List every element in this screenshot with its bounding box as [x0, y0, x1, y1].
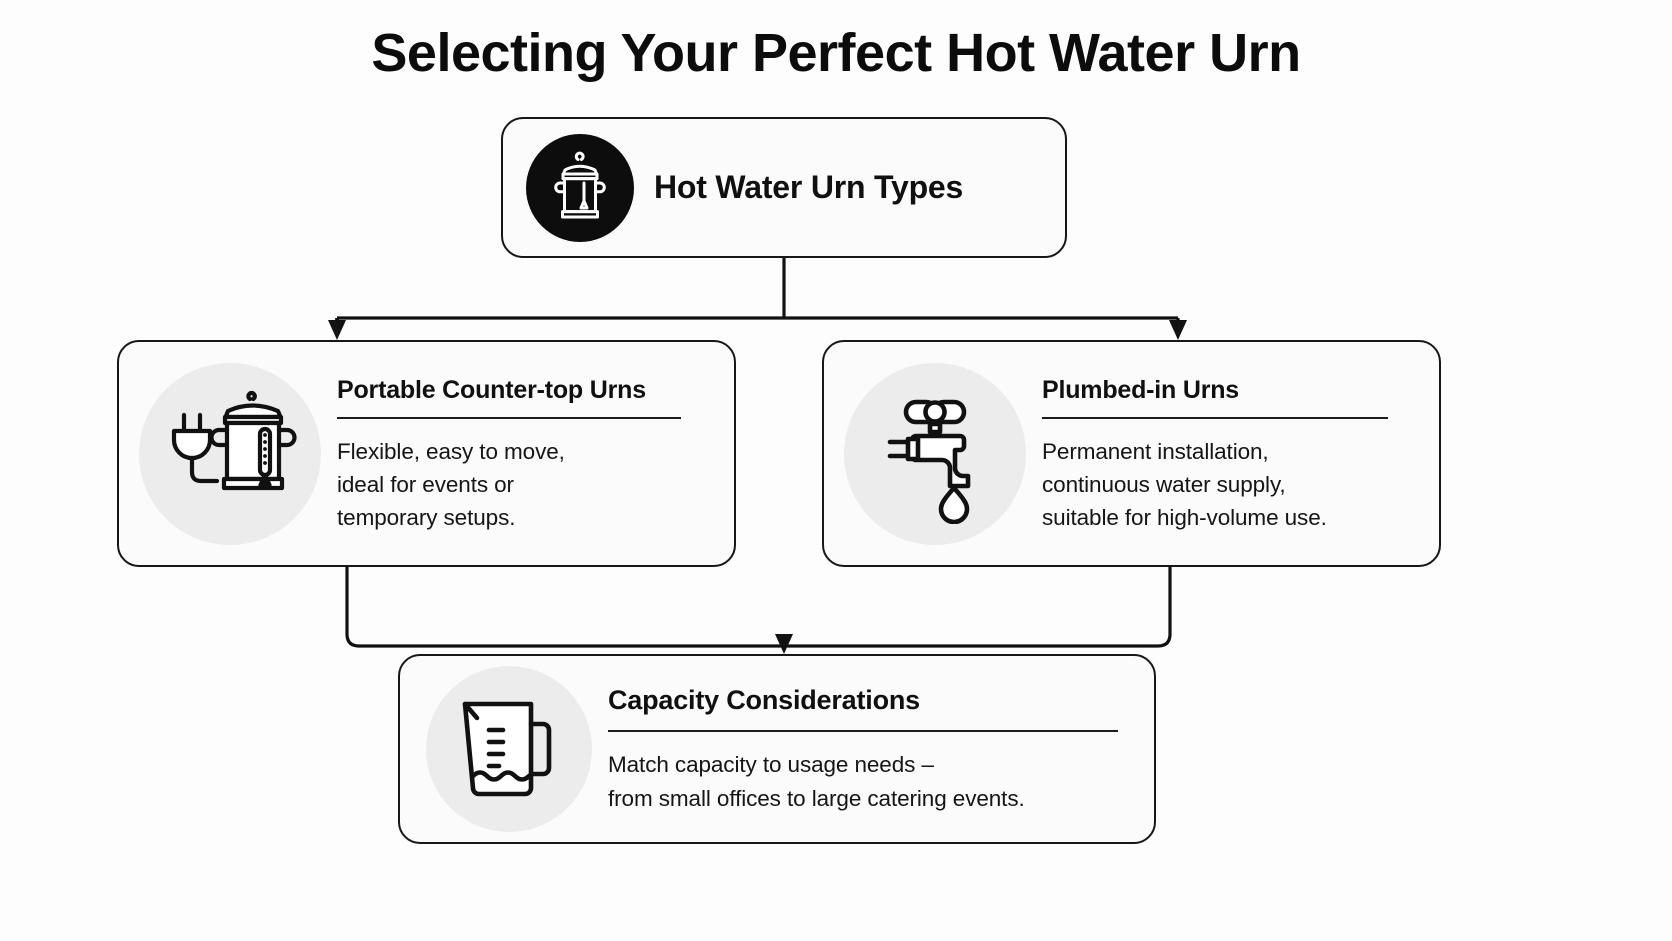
- node-capacity-considerations[interactable]: Capacity Considerations Match capacity t…: [398, 654, 1156, 844]
- card-description: Match capacity to usage needs – from sma…: [608, 751, 1025, 811]
- connector-merge-arrowhead: [775, 634, 793, 654]
- card-body: Plumbed-in Urns Permanent installation, …: [1026, 374, 1439, 534]
- connector-merge-right: [784, 567, 1172, 648]
- page-title: Selecting Your Perfect Hot Water Urn: [371, 23, 1301, 83]
- card-body: Capacity Considerations Match capacity t…: [592, 683, 1154, 816]
- card-heading: Portable Counter-top Urns: [337, 375, 646, 404]
- card-body: Portable Counter-top Urns Flexible, easy…: [321, 374, 734, 534]
- card-description: Flexible, easy to move, ideal for events…: [337, 438, 565, 530]
- faucet-with-droplet-icon: [844, 362, 1026, 545]
- node-label: Hot Water Urn Types: [654, 169, 964, 205]
- card-heading: Plumbed-in Urns: [1042, 375, 1240, 404]
- connector-left-arrowhead: [328, 320, 346, 340]
- measuring-jug-icon: [426, 666, 592, 832]
- card-divider: [608, 729, 1118, 732]
- urn-with-plug-icon: [139, 362, 321, 545]
- card-divider: [337, 416, 681, 419]
- hot-water-urn-icon: [526, 133, 634, 242]
- card-divider: [1042, 416, 1388, 419]
- connector-merge-left: [345, 567, 784, 648]
- node-hot-water-urn-types[interactable]: Hot Water Urn Types: [501, 117, 1067, 258]
- card-description: Permanent installation, continuous water…: [1042, 438, 1327, 530]
- node-portable-counter-top-urns[interactable]: Portable Counter-top Urns Flexible, easy…: [117, 340, 736, 567]
- node-plumbed-in-urns[interactable]: Plumbed-in Urns Permanent installation, …: [822, 340, 1441, 567]
- connector-right-arrowhead: [1169, 320, 1187, 340]
- card-heading: Capacity Considerations: [608, 684, 920, 715]
